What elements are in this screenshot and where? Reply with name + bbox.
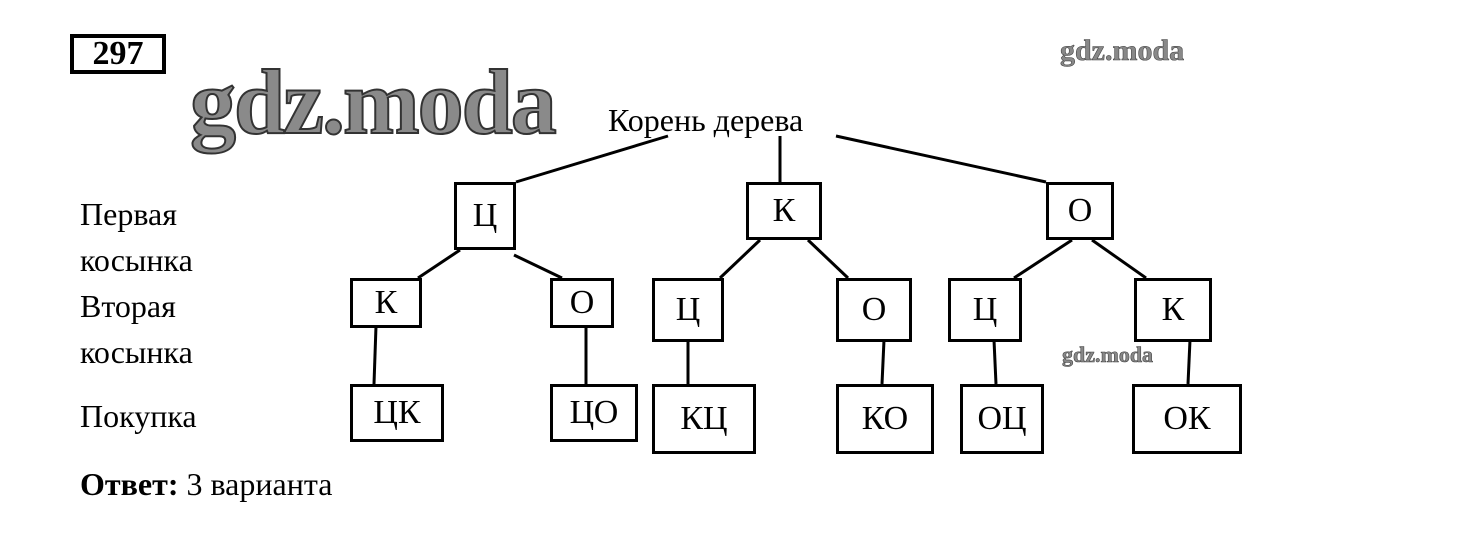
row-label-second-2: косынка [80, 334, 193, 370]
answer-label: Ответ: [80, 466, 179, 502]
row-label-purchase: Покупка [80, 398, 197, 434]
edge-c-k [417, 248, 461, 280]
edge-c-o [513, 253, 563, 280]
row-label-first-2: косынка [80, 242, 193, 278]
purchase-box-5: ОЦ [960, 384, 1044, 454]
node-level2-6: К [1134, 278, 1212, 342]
answer-text: 3 варианта [186, 466, 333, 502]
edge-o-c [1013, 238, 1073, 280]
watermark-middle: gdz.moda [1062, 342, 1154, 368]
purchase-box-6: ОК [1132, 384, 1242, 454]
purchase-box-2: ЦО [550, 384, 638, 442]
tree-root-label: Корень дерева [608, 102, 804, 138]
watermark-top-right: gdz.moda [1060, 34, 1185, 68]
node-level2-3: Ц [652, 278, 724, 342]
node-level2-2: О [550, 278, 614, 328]
purchase-box-1: ЦК [350, 384, 444, 442]
edge-l2-1 [372, 325, 378, 385]
problem-number: 297 [70, 34, 166, 74]
edge-o-k [1091, 238, 1147, 280]
node-level1-o: О [1046, 182, 1114, 240]
answer-line: Ответ: 3 варианта [80, 464, 332, 504]
row-label-second-1: Вторая [80, 288, 176, 324]
node-level1-c: Ц [454, 182, 516, 250]
edge-root-c [515, 134, 669, 184]
edge-l2-5 [992, 339, 998, 385]
edge-l2-6 [1186, 339, 1192, 385]
node-level1-k: К [746, 182, 822, 240]
edge-l2-4 [880, 339, 886, 385]
purchase-box-3: КЦ [652, 384, 756, 454]
node-level2-1: К [350, 278, 422, 328]
purchase-box-4: КО [836, 384, 934, 454]
edge-k-c [718, 238, 762, 280]
watermark-logo: gdz.moda [189, 51, 558, 153]
row-label-first-1: Первая [80, 196, 177, 232]
node-level2-4: О [836, 278, 912, 342]
edge-k-o [806, 238, 850, 280]
node-level2-5: Ц [948, 278, 1022, 342]
edge-root-o [835, 134, 1047, 184]
